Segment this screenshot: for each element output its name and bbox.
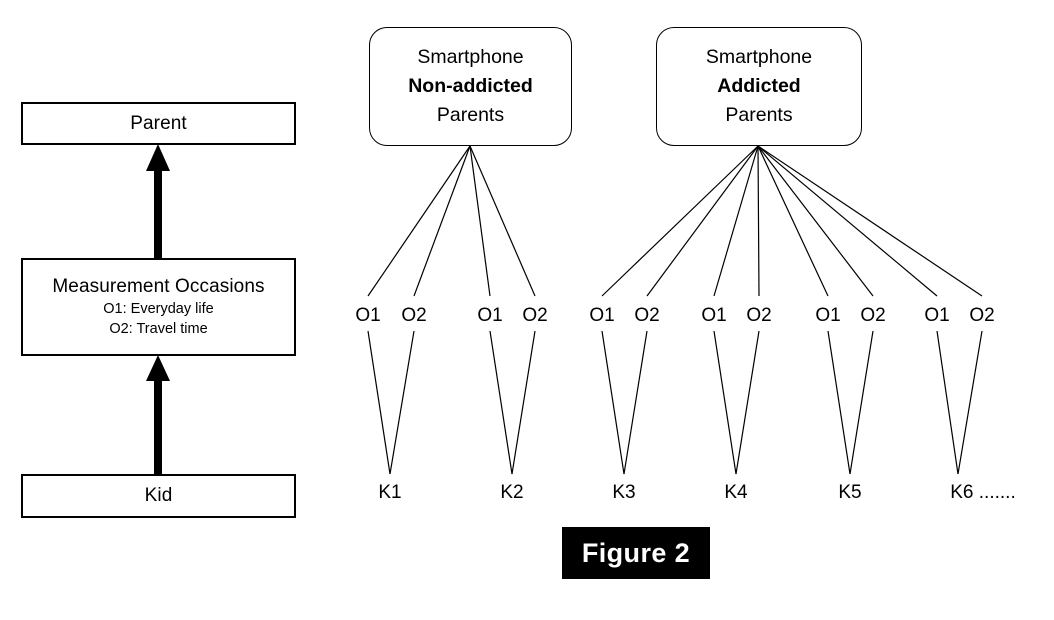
kid-node-k2: K2	[500, 482, 524, 503]
occasion-node-5: O1	[589, 305, 615, 326]
occasion-node-6: O2	[634, 305, 660, 326]
kid-node-k3: K3	[612, 482, 636, 503]
occasion-node-4: O2	[522, 305, 548, 326]
edge-addicted-o1-k6	[757, 145, 938, 297]
group-addicted-line2: Addicted	[717, 75, 801, 97]
edge-addicted-o2-k6	[757, 145, 983, 297]
legend-parent-label: Parent	[130, 112, 187, 134]
kid-node-k4: K4	[724, 482, 748, 503]
edge-o1-k6	[936, 330, 959, 475]
edge-nonaddicted-o2-k1	[413, 145, 471, 297]
group-addicted-line1: Smartphone	[705, 46, 813, 68]
edge-addicted-o1-k4	[713, 145, 759, 297]
edge-o2-k5	[849, 330, 874, 475]
edge-addicted-o2-k4	[757, 145, 760, 297]
occasion-node-8: O2	[746, 305, 772, 326]
kid-node-k6: K6 .......	[950, 482, 1016, 503]
legend-kid-box: Kid	[21, 474, 296, 518]
edge-addicted-o1-k3	[601, 145, 759, 297]
edge-addicted-o2-k3	[646, 145, 759, 297]
edge-o2-k3	[623, 330, 648, 475]
occasion-node-11: O1	[924, 305, 950, 326]
edge-o1-k1	[367, 330, 391, 475]
edge-o2-k1	[389, 330, 415, 475]
group-box-nonaddicted-parents: Smartphone Non-addicted Parents	[369, 27, 572, 146]
edge-addicted-o1-k5	[757, 145, 829, 297]
arrow-kid-to-measurement	[146, 355, 170, 474]
occasion-to-kid-edge-group	[367, 330, 983, 475]
legend-measurement-occasions-box: Measurement Occasions O1: Everyday life …	[21, 258, 296, 356]
group-nonaddicted-line1: Smartphone	[417, 46, 524, 68]
group-nonaddicted-line2: Non-addicted	[408, 75, 533, 97]
occasion-node-7: O1	[701, 305, 727, 326]
edge-nonaddicted-o1-k2	[469, 145, 491, 297]
group-addicted-line3: Parents	[725, 104, 793, 126]
edge-o1-k2	[489, 330, 513, 475]
legend-occasion-o1-description: O1: Everyday life	[103, 301, 214, 317]
kid-node-k5: K5	[838, 482, 862, 503]
edge-o2-k4	[735, 330, 760, 475]
edge-o1-k5	[827, 330, 851, 475]
edge-nonaddicted-o2-k2	[469, 145, 536, 297]
legend-parent-box: Parent	[21, 102, 296, 145]
legend-occasion-o2-description: O2: Travel time	[109, 321, 208, 337]
kid-node-k1: K1	[378, 482, 402, 503]
occasion-node-9: O1	[815, 305, 841, 326]
edge-o2-k2	[511, 330, 536, 475]
edge-addicted-o2-k5	[757, 145, 874, 297]
group-nonaddicted-line3: Parents	[436, 104, 505, 126]
occasion-node-1: O1	[355, 305, 381, 326]
occasion-node-3: O1	[477, 305, 503, 326]
occasion-node-12: O2	[969, 305, 995, 326]
figure-caption-text: Figure 2	[581, 537, 691, 568]
group-box-addicted-parents: Smartphone Addicted Parents	[656, 27, 862, 146]
figure-caption-badge: Figure 2	[562, 527, 710, 579]
legend-kid-label: Kid	[144, 485, 173, 506]
occasion-node-2: O2	[401, 305, 427, 326]
arrow-measurement-to-parent	[146, 144, 170, 258]
legend-measurement-title: Measurement Occasions	[52, 276, 265, 297]
edge-o1-k4	[713, 330, 737, 475]
edge-nonaddicted-o1-k1	[367, 145, 471, 297]
edge-o1-k3	[601, 330, 625, 475]
edge-o2-k6	[957, 330, 983, 475]
group-to-occasion-edge-group	[367, 145, 983, 297]
occasion-node-10: O2	[860, 305, 886, 326]
